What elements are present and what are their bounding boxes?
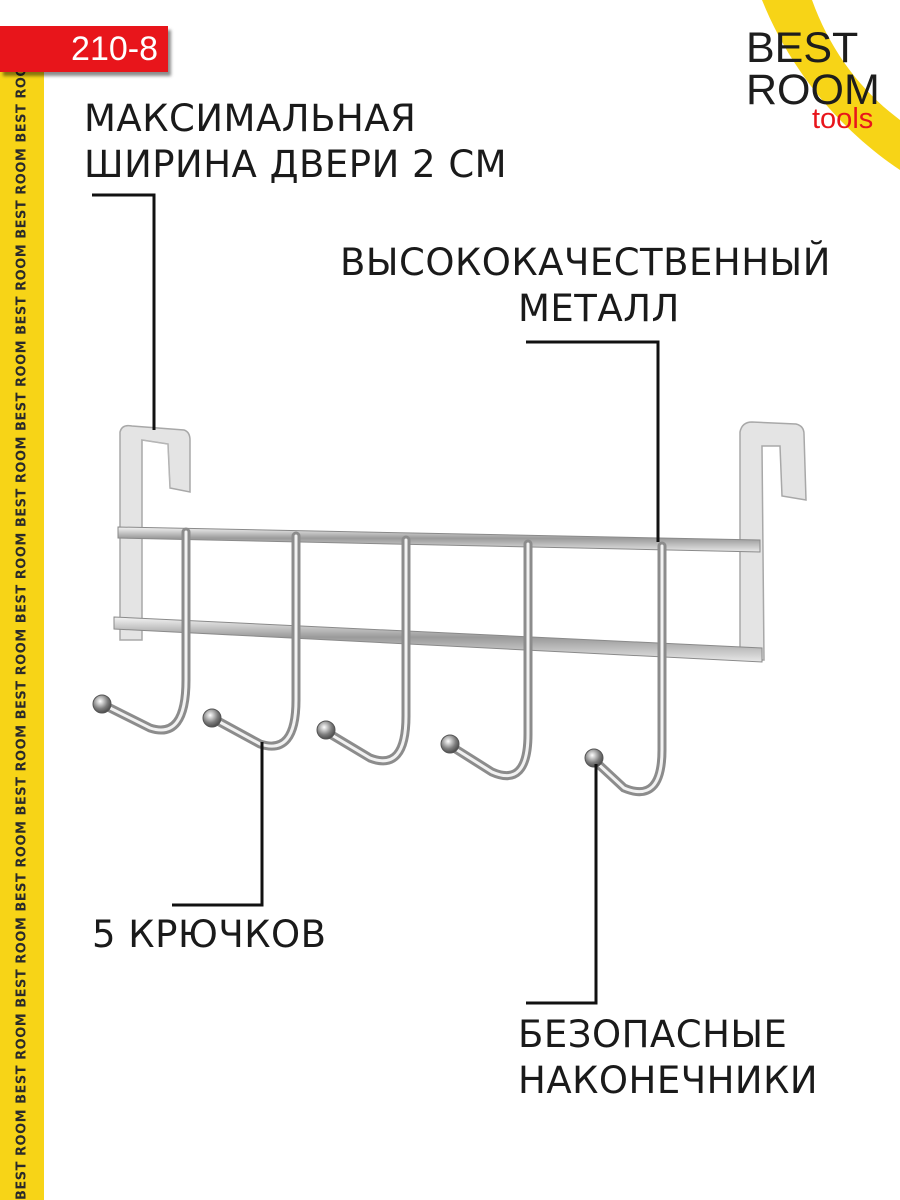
- left-door-bracket: [119, 424, 191, 641]
- callout-metal: ВЫСОКОКАЧЕСТВЕННЫЙ МЕТАЛЛ: [340, 240, 831, 332]
- brand-logo-tools: tools: [812, 103, 874, 135]
- callout-metal-line2: МЕТАЛЛ: [518, 287, 680, 330]
- hook-5: [584, 541, 667, 797]
- right-door-bracket: [739, 421, 807, 661]
- callout-tips-line1: БЕЗОПАСНЫЕ: [518, 1013, 788, 1056]
- callout-hooks: 5 КРЮЧКОВ: [92, 913, 327, 956]
- callout-line-door-width: [92, 193, 156, 430]
- callout-tips: БЕЗОПАСНЫЕ НАКОНЕЧНИКИ: [518, 1012, 818, 1104]
- hook-3: [316, 535, 411, 766]
- side-stripe: BEST ROOM BEST ROOM BEST ROOM BEST ROOM …: [0, 70, 44, 1200]
- hook-4: [440, 539, 533, 781]
- callout-line-metal: [526, 340, 660, 542]
- callout-door-width: МАКСИМАЛЬНАЯ ШИРИНА ДВЕРИ 2 СМ: [84, 96, 507, 188]
- callout-door-width-line2: ШИРИНА ДВЕРИ 2 СМ: [84, 143, 508, 186]
- callout-door-width-line1: МАКСИМАЛЬНАЯ: [84, 97, 417, 140]
- callout-lines: [92, 193, 660, 1005]
- article-badge: 210-8: [0, 26, 168, 72]
- callout-metal-line1: ВЫСОКОКАЧЕСТВЕННЫЙ: [340, 241, 831, 284]
- callout-line-tips: [526, 764, 598, 1005]
- hook-2: [202, 531, 301, 751]
- callout-line-hooks: [172, 742, 264, 907]
- brand-logo-room: ROOM: [746, 66, 880, 114]
- hooks-group: [92, 527, 667, 797]
- brand-logo-best: BEST: [746, 24, 859, 72]
- hook-1: [92, 527, 191, 735]
- callout-tips-line2: НАКОНЕЧНИКИ: [518, 1059, 819, 1102]
